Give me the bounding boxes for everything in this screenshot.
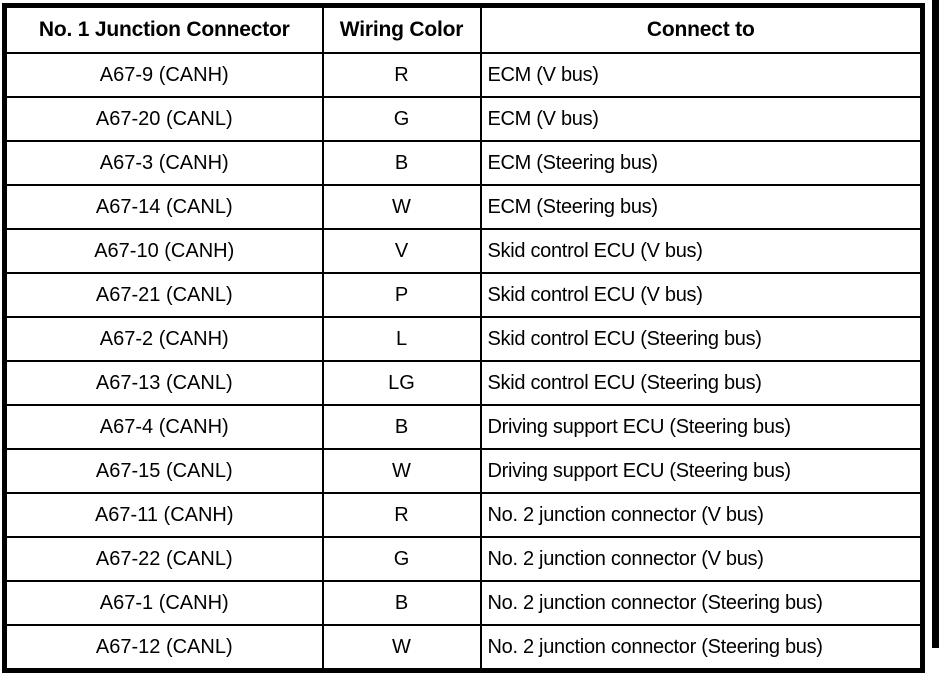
cell-wiring-color: B <box>321 404 482 450</box>
cell-junction-connector: A67-1 (CANH) <box>3 580 324 626</box>
cell-connect-to: Skid control ECU (V bus) <box>479 228 924 274</box>
cell-junction-connector: A67-21 (CANL) <box>3 272 324 318</box>
table-header-row: No. 1 Junction Connector Wiring Color Co… <box>3 4 924 54</box>
cell-wiring-color: L <box>321 316 482 362</box>
wiring-connector-table: No. 1 Junction Connector Wiring Color Co… <box>2 3 925 673</box>
cell-junction-connector: A67-11 (CANH) <box>3 492 324 538</box>
column-header-connect-to: Connect to <box>479 4 924 54</box>
cell-wiring-color: G <box>321 536 482 582</box>
cell-junction-connector: A67-4 (CANH) <box>3 404 324 450</box>
cell-connect-to: Skid control ECU (Steering bus) <box>479 360 924 406</box>
cell-wiring-color: P <box>321 272 482 318</box>
column-header-junction-connector: No. 1 Junction Connector <box>3 4 324 54</box>
cell-wiring-color: G <box>321 96 482 142</box>
cell-junction-connector: A67-2 (CANH) <box>3 316 324 362</box>
cell-connect-to: Driving support ECU (Steering bus) <box>479 404 924 450</box>
cell-connect-to: ECM (V bus) <box>479 96 924 142</box>
cell-junction-connector: A67-3 (CANH) <box>3 140 324 186</box>
cell-junction-connector: A67-10 (CANH) <box>3 228 324 274</box>
cell-junction-connector: A67-20 (CANL) <box>3 96 324 142</box>
cell-connect-to: No. 2 junction connector (V bus) <box>479 492 924 538</box>
column-header-wiring-color: Wiring Color <box>321 4 482 54</box>
cell-wiring-color: R <box>321 492 482 538</box>
cell-wiring-color: B <box>321 140 482 186</box>
cell-wiring-color: W <box>321 448 482 494</box>
cell-junction-connector: A67-15 (CANL) <box>3 448 324 494</box>
cell-connect-to: ECM (V bus) <box>479 52 924 98</box>
table-header: No. 1 Junction Connector Wiring Color Co… <box>3 4 924 54</box>
cell-junction-connector: A67-13 (CANL) <box>3 360 324 406</box>
cell-connect-to: Skid control ECU (Steering bus) <box>479 316 924 362</box>
cell-connect-to: ECM (Steering bus) <box>479 184 924 230</box>
cell-connect-to: Skid control ECU (V bus) <box>479 272 924 318</box>
cell-wiring-color: B <box>321 580 482 626</box>
cell-wiring-color: R <box>321 52 482 98</box>
cell-connect-to: ECM (Steering bus) <box>479 140 924 186</box>
cell-wiring-color: W <box>321 184 482 230</box>
cell-wiring-color: LG <box>321 360 482 406</box>
cell-junction-connector: A67-9 (CANH) <box>3 52 324 98</box>
cell-connect-to: No. 2 junction connector (V bus) <box>479 536 924 582</box>
page-edge-rule <box>932 0 939 648</box>
cell-junction-connector: A67-14 (CANL) <box>3 184 324 230</box>
cell-connect-to: Driving support ECU (Steering bus) <box>479 448 924 494</box>
cell-connect-to: No. 2 junction connector (Steering bus) <box>479 580 924 626</box>
cell-junction-connector: A67-22 (CANL) <box>3 536 324 582</box>
cell-wiring-color: V <box>321 228 482 274</box>
